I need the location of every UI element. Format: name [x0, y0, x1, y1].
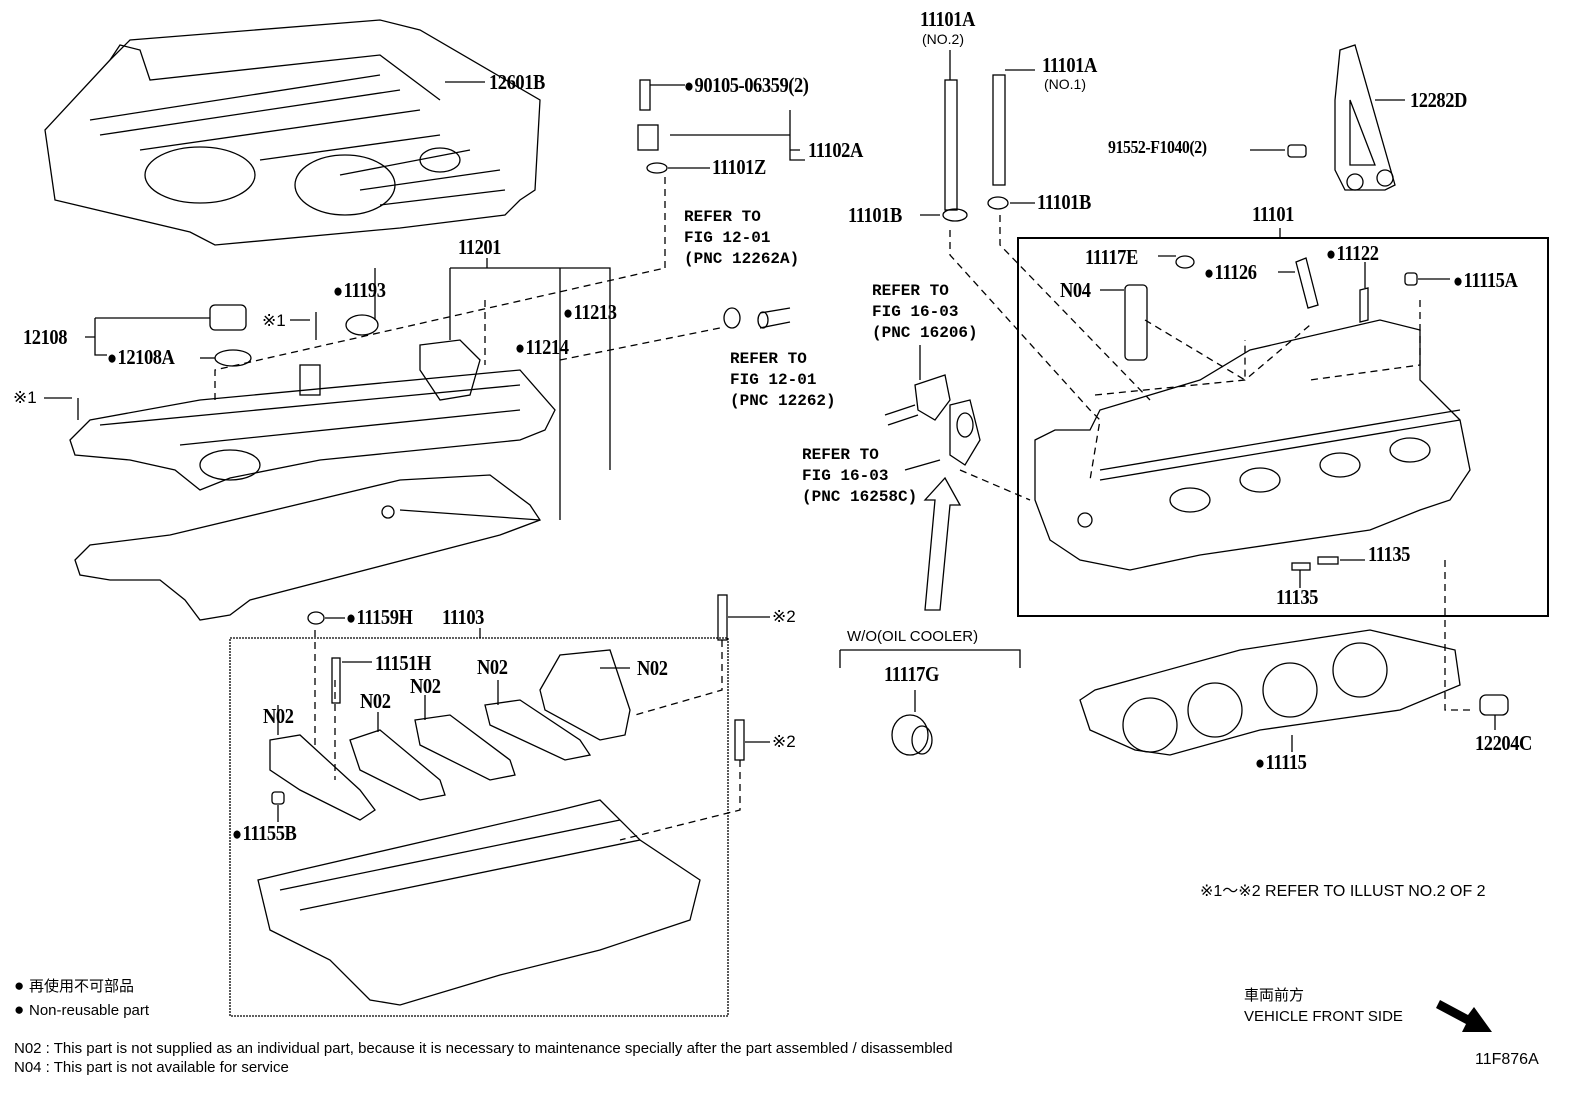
cylinder-head-cover-drawing [69, 339, 556, 491]
part-11101A-no2-sub: (NO.2) [922, 31, 964, 47]
part-11115[interactable]: 11115 [1255, 752, 1307, 773]
part-N02-c[interactable]: N02 [410, 674, 441, 698]
ref-mark-2b: ※2 [772, 732, 796, 751]
part-90105-06359[interactable]: 90105-06359(2) [684, 75, 809, 96]
ref-mark-2a: ※2 [772, 607, 796, 626]
part-11193[interactable]: 11193 [333, 280, 386, 301]
part-91552-F1040[interactable]: 91552-F1040(2) [1108, 137, 1207, 157]
direction-jp: 車両前方 [1244, 987, 1305, 1004]
ref-fig-16-03-16258C[interactable]: REFER TO FIG 16-03 (PNC 16258C) [802, 446, 918, 506]
footnote-n02: N02 : This part is not supplied as an in… [14, 1040, 953, 1057]
ref-mark-1a: ※1 [262, 311, 286, 330]
part-11122[interactable]: 11122 [1326, 243, 1379, 264]
non-reusable-dot-icon: ● [14, 1000, 29, 1019]
cylinder-head-drawing [1034, 319, 1471, 571]
part-12282D[interactable]: 12282D [1410, 88, 1467, 112]
part-N02-a[interactable]: N02 [263, 704, 294, 728]
part-11126[interactable]: 11126 [1204, 262, 1257, 283]
non-reusable-dot-icon: ● [14, 976, 29, 995]
part-12108[interactable]: 12108 [23, 325, 67, 349]
vehicle-front-arrow [1436, 1000, 1492, 1032]
part-11101A-no1-sub: (NO.1) [1044, 76, 1086, 92]
part-11101A-no2[interactable]: 11101A [920, 7, 975, 31]
legend-en: ● Non-reusable part [14, 1001, 149, 1018]
ref-mark-1b: ※1 [13, 388, 37, 407]
illust-note: ※1～※2 REFER TO ILLUST NO.2 OF 2 [1200, 883, 1486, 900]
part-11101[interactable]: 11101 [1252, 202, 1294, 226]
part-11101A-no1[interactable]: 11101A [1042, 53, 1097, 77]
part-N04[interactable]: N04 [1060, 278, 1091, 302]
part-11135-a[interactable]: 11135 [1368, 542, 1410, 566]
part-N02-e[interactable]: N02 [637, 656, 668, 680]
part-11151H[interactable]: 11151H [375, 651, 431, 675]
part-11101Z[interactable]: 11101Z [712, 155, 766, 179]
part-12204C[interactable]: 12204C [1475, 731, 1532, 755]
gasket-drawing [74, 474, 541, 621]
footnote-n04: N04 : This part is not available for ser… [14, 1059, 289, 1076]
part-11102A[interactable]: 11102A [808, 138, 863, 162]
part-11213[interactable]: 11213 [563, 302, 617, 323]
ref-fig-12-01-12262[interactable]: REFER TO FIG 12-01 (PNC 12262) [730, 350, 836, 410]
part-11101B-right[interactable]: 11101B [1037, 190, 1091, 214]
part-11117E[interactable]: 11117E [1085, 245, 1138, 269]
direction-en: VEHICLE FRONT SIDE [1244, 1008, 1403, 1025]
part-11115A[interactable]: 11115A [1453, 270, 1518, 291]
head-gasket-drawing [1079, 629, 1461, 756]
ref-fig-16-03-16206[interactable]: REFER TO FIG 16-03 (PNC 16206) [872, 282, 978, 342]
part-12108A[interactable]: 12108A [107, 347, 175, 368]
part-11159H[interactable]: 11159H [346, 607, 413, 628]
engine-cover-drawing [44, 19, 541, 246]
figure-id: 11F876A [1475, 1051, 1539, 1068]
part-11101B-left[interactable]: 11101B [848, 203, 902, 227]
legend-jp: ● 再使用不可部品 [14, 977, 134, 994]
part-11155B[interactable]: 11155B [232, 823, 297, 844]
part-11103[interactable]: 11103 [442, 605, 484, 629]
part-N02-b[interactable]: N02 [360, 689, 391, 713]
part-11117G[interactable]: 11117G [884, 662, 939, 686]
part-11135-b[interactable]: 11135 [1276, 585, 1318, 609]
part-N02-d[interactable]: N02 [477, 655, 508, 679]
camshaft-housing-drawing [257, 799, 701, 1006]
legend-jp-text: 再使用不可部品 [29, 978, 135, 995]
legend-en-text: Non-reusable part [29, 1002, 150, 1019]
option-group-label: W/O(OIL COOLER) [847, 628, 979, 645]
part-11214[interactable]: 11214 [515, 337, 569, 358]
ref-fig-12-01-12262A[interactable]: REFER TO FIG 12-01 (PNC 12262A) [684, 208, 800, 268]
part-12601B[interactable]: 12601B [489, 70, 545, 94]
part-11201[interactable]: 11201 [458, 235, 501, 259]
